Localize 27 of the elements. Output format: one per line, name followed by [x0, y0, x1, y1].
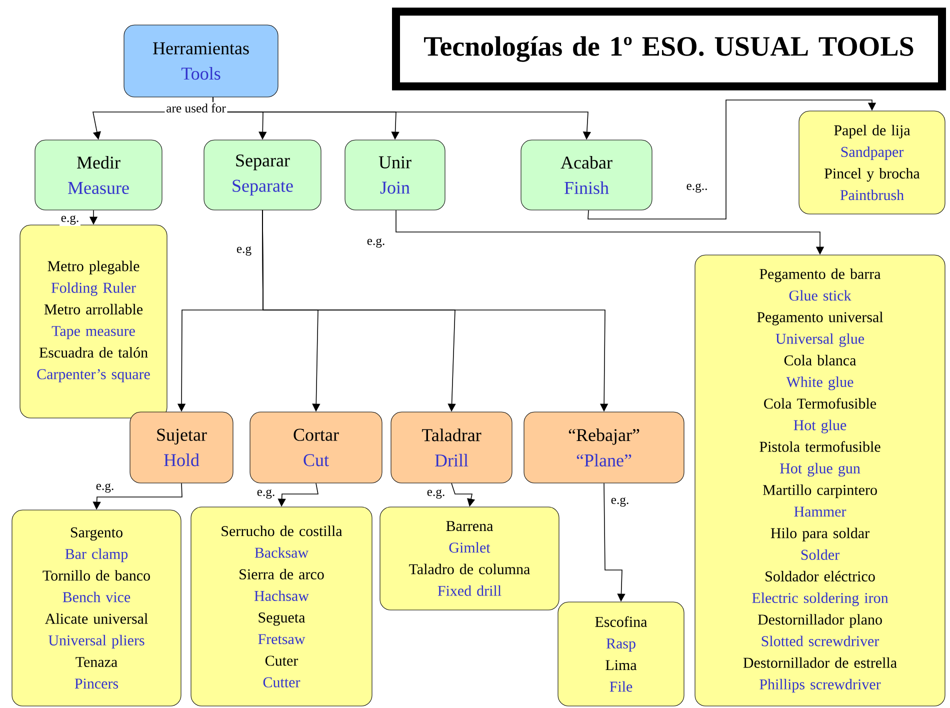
- edge-label: e.g.: [256, 488, 276, 500]
- example-list-box: Barrena Gimlet Taladro de columna Fixed drill: [380, 506, 560, 610]
- subcategory-box: Taladrar Drill: [390, 412, 512, 484]
- title-box: Tecnologías de 1º ESO. USUAL TOOLS: [392, 8, 946, 90]
- example-list-box: Serrucho de costilla Backsaw Sierra de arco Hachsaw Segueta Fretsaw Cuter Cutter: [190, 506, 372, 706]
- edge-label: e.g.: [60, 214, 80, 226]
- category-box: Separar Separate: [204, 140, 322, 210]
- root-box: Herramientas Tools: [124, 24, 278, 98]
- subcategory-box: Sujetar Hold: [130, 412, 234, 484]
- example-list-box: Pegamento de barra Glue stick Pegamento universal Universal glue Cola blanca White glue Cola Termofusible Hot glue Pistola termofusible Hot glue gun Martillo carpintero Hammer Hilo para soldar Solder Soldador eléctrico Electric soldering iron Destornillador plano Slotted screwdriver Destornillador de estrella Phillips screwdriver: [694, 254, 946, 706]
- example-list-box: Metro plegable Folding Ruler Metro arrollable Tape measure Escuadra de talón Carpenter’s square: [20, 224, 168, 418]
- category-box: Unir Join: [344, 140, 446, 210]
- subcategory-box: Cortar Cut: [250, 412, 382, 484]
- example-list-box: Sargento Bar clamp Tornillo de banco Bench vice Alicate universal Universal pliers Tenaza Pincers: [12, 510, 182, 706]
- edge-label: e.g.: [94, 482, 116, 494]
- edge-label: e.g.: [426, 488, 446, 500]
- category-box: Medir Measure: [34, 140, 162, 210]
- edge-label: e.g: [235, 245, 253, 257]
- subcategory-box: “Rebajar” “Plane”: [524, 412, 684, 484]
- edge-label: are used for: [164, 102, 228, 114]
- example-list-box: Papel de lija Sandpaper Pincel y brocha Paintbrush: [798, 110, 946, 214]
- edge-label: e.g..: [684, 182, 710, 194]
- edge-label: e.g.: [366, 237, 386, 249]
- category-box: Acabar Finish: [520, 140, 652, 210]
- example-list-box: Escofina Rasp Lima File: [558, 602, 684, 706]
- arrow: [588, 100, 876, 220]
- edge-label: e.g.: [610, 496, 630, 508]
